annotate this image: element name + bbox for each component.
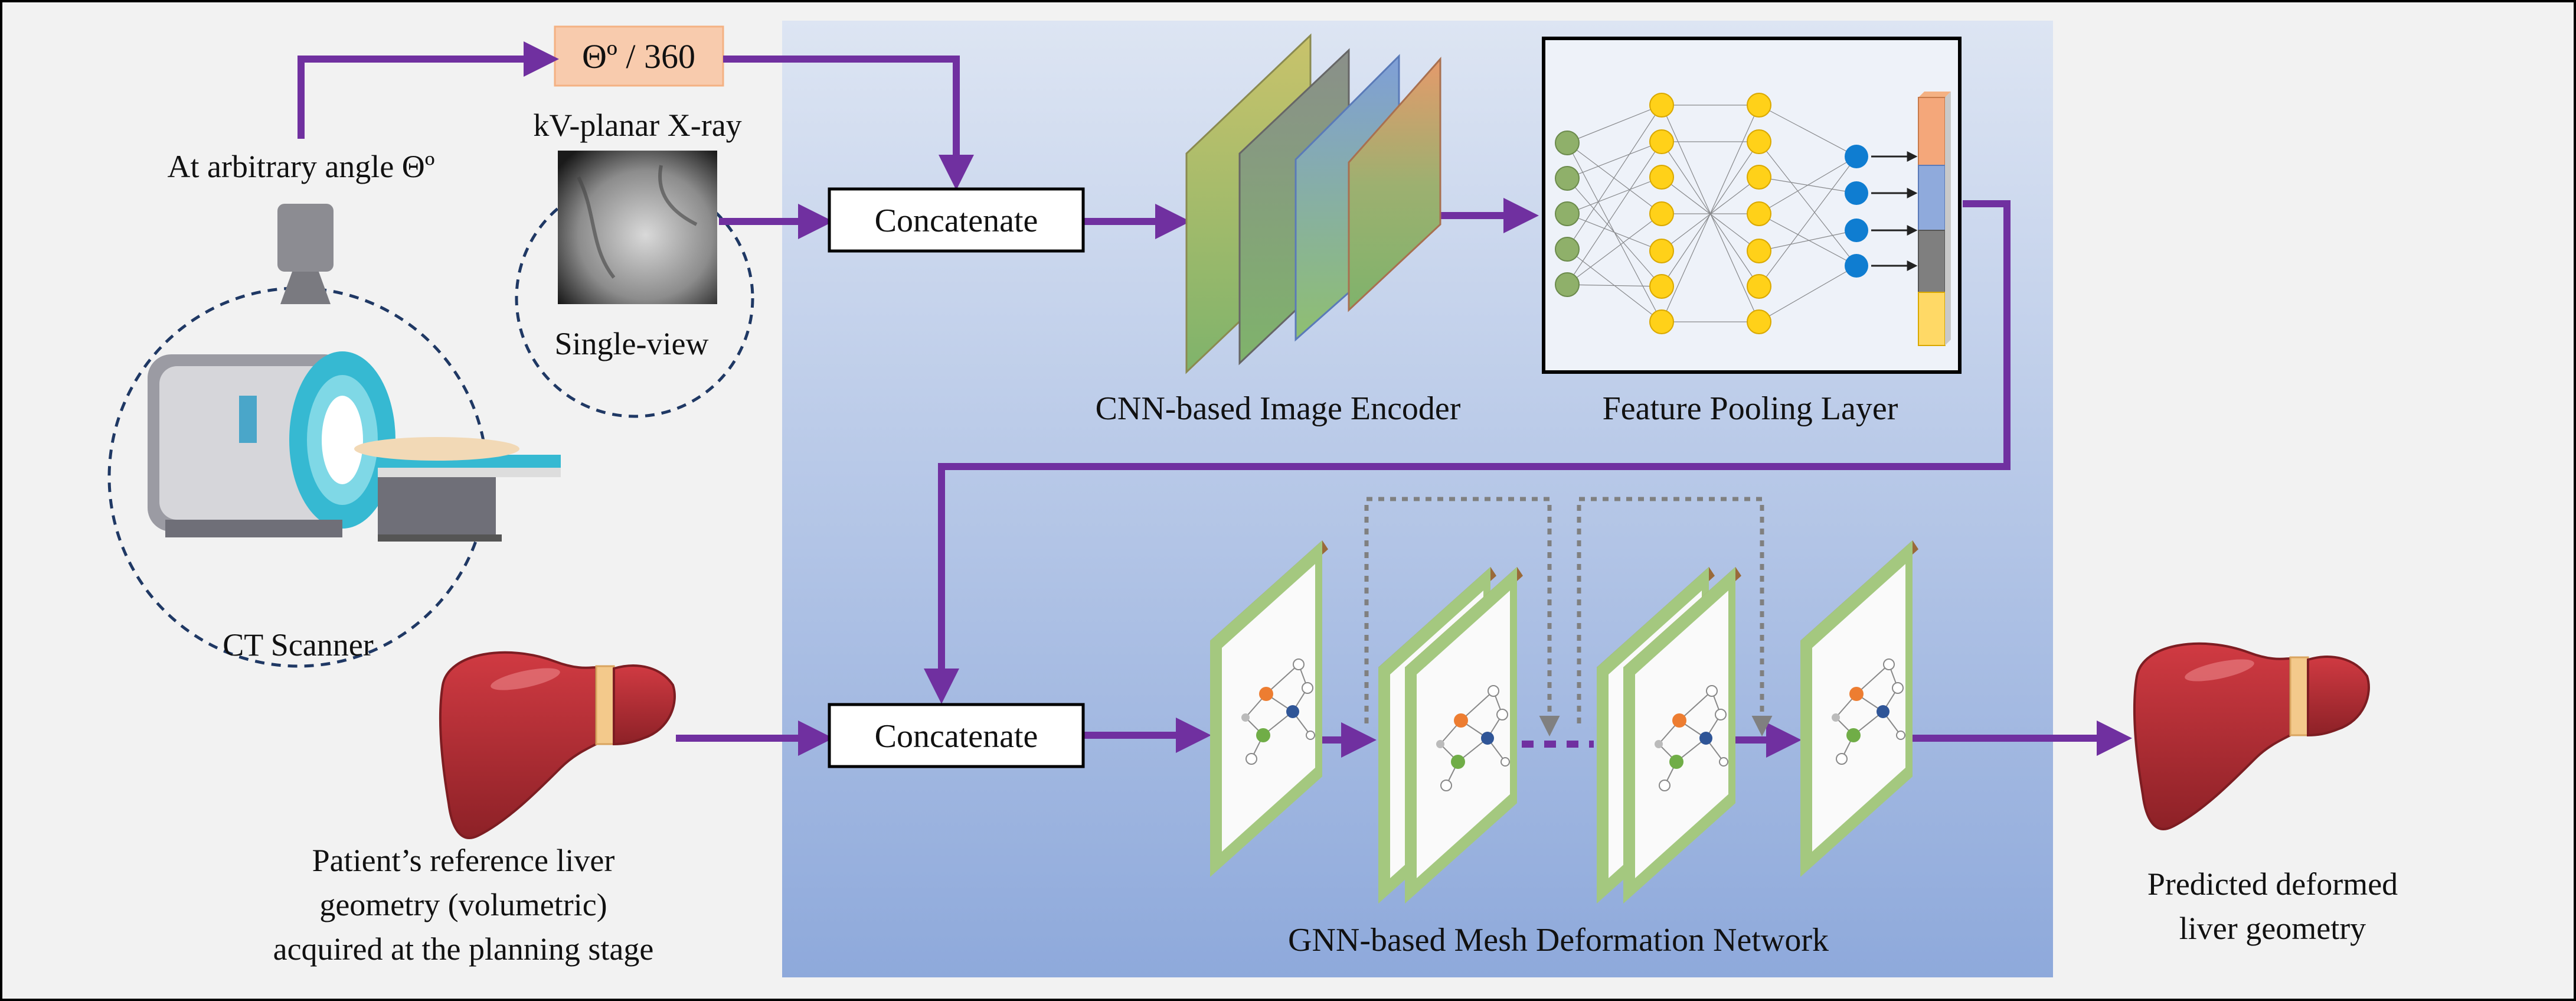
single-view-label: Single-view (555, 326, 709, 361)
pooling-network-edges (1567, 105, 1857, 322)
pooling-hidden-nodes (1649, 93, 1771, 334)
ct-scanner-icon (148, 351, 561, 542)
kv-xray-label: kV-planar X-ray (533, 107, 741, 143)
single-view-circle (515, 178, 754, 418)
gnn-network-label: GNN-based Mesh Deformation Network (1288, 922, 1829, 958)
xray-image (558, 151, 717, 304)
skip-connections (1364, 497, 1773, 736)
ref-liver-label-3: acquired at the planning stage (273, 931, 654, 967)
xray-source-icon (277, 204, 334, 304)
concatenate-bottom-label: Concatenate (875, 718, 1038, 755)
cnn-encoder-plates (1185, 33, 1441, 374)
concatenate-box-top (828, 187, 1085, 253)
pooling-output-arrows (1871, 151, 1918, 271)
angle-formula-label: Θº / 360 (582, 37, 695, 76)
concatenate-top-label: Concatenate (875, 203, 1038, 239)
pred-liver-label-1: Predicted deformed (2147, 866, 2398, 902)
pooled-feature-vector (1918, 92, 1951, 346)
pred-liver-label-2: liver geometry (2179, 911, 2366, 946)
ct-scanner-label: CT Scanner (223, 627, 373, 663)
concatenate-box-bottom (828, 703, 1085, 768)
feature-pooling-label: Feature Pooling Layer (1603, 390, 1898, 427)
ref-liver-label-1: Patient’s reference liver (312, 843, 615, 878)
angle-formula-box (554, 25, 724, 87)
arbitrary-angle-label: At arbitrary angle Θº (167, 149, 434, 184)
pooling-output-nodes (1845, 145, 1868, 278)
ref-liver-label-2: geometry (volumetric) (319, 887, 607, 922)
pooling-input-nodes (1555, 131, 1580, 297)
cnn-encoder-label: CNN-based Image Encoder (1096, 390, 1461, 427)
